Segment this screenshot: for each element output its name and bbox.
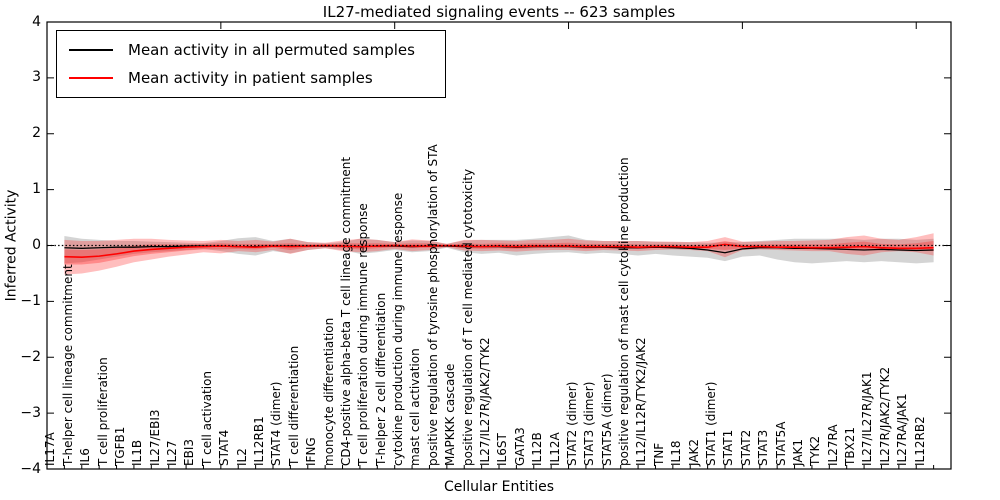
legend: Mean activity in all permuted samples Me… — [56, 30, 446, 98]
legend-entry-permuted: Mean activity in all permuted samples — [69, 36, 415, 64]
y-tick-label: 0 — [32, 237, 41, 253]
patient-mean-line — [64, 243, 934, 259]
legend-entry-patient: Mean activity in patient samples — [69, 64, 415, 92]
legend-label-patient: Mean activity in patient samples — [128, 69, 373, 87]
patient-range-outer-band — [64, 233, 934, 275]
legend-label-permuted: Mean activity in all permuted samples — [128, 41, 415, 59]
y-tick-label: 2 — [32, 125, 41, 142]
x-axis-title: Cellular Entities — [443, 479, 555, 495]
legend-line-patient-icon — [69, 77, 113, 79]
y-tick-label: −1 — [20, 292, 41, 309]
y-tick-label: 3 — [32, 69, 41, 86]
y-tick-label: −2 — [20, 348, 41, 365]
y-tick-label: 1 — [32, 181, 41, 198]
y-tick-label: 4 — [32, 13, 41, 30]
y-tick-label: −4 — [20, 460, 41, 477]
legend-line-permuted-icon — [69, 49, 113, 51]
y-tick-label: −3 — [20, 404, 41, 421]
chart-title: IL27-mediated signaling events -- 623 sa… — [322, 3, 676, 21]
permuted-range-band — [64, 235, 934, 264]
